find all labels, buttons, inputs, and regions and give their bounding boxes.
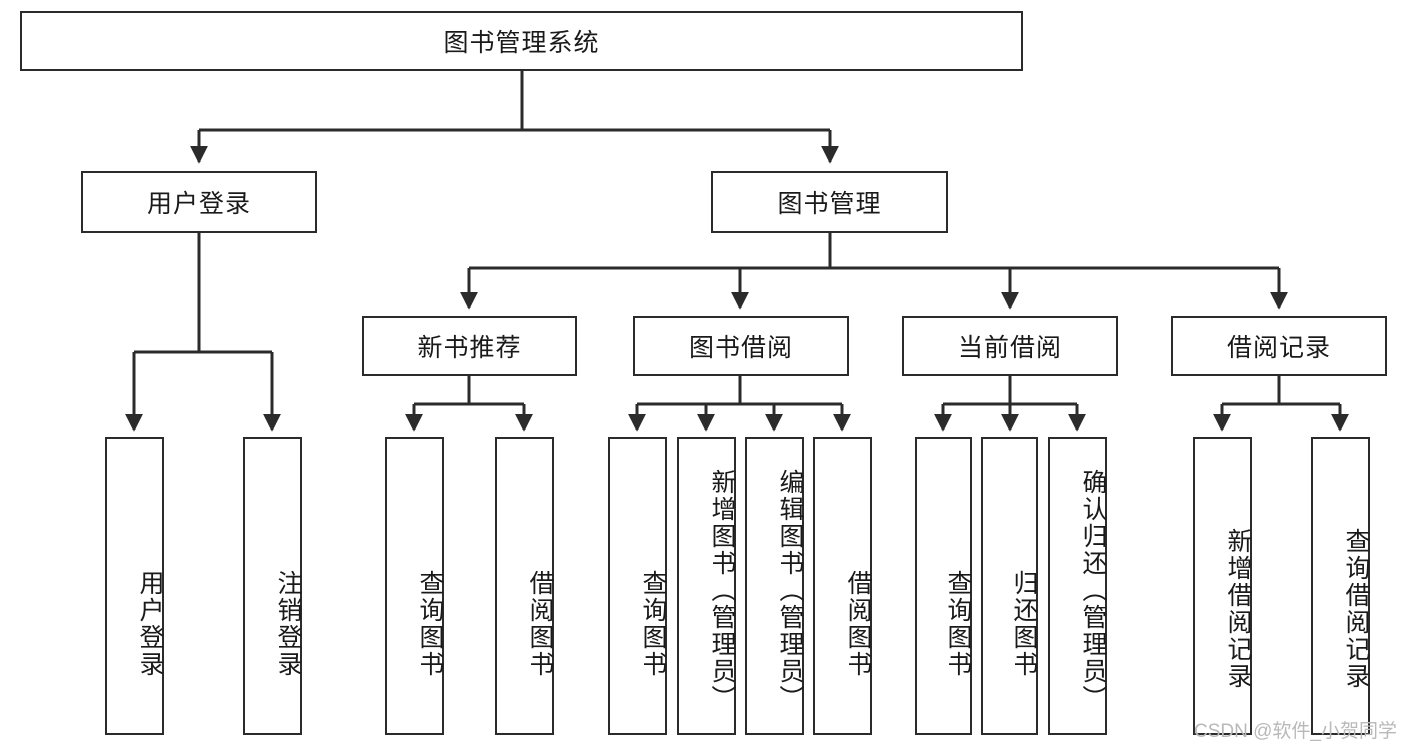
leaf-add-book-label: 新增图书（管理员）	[708, 468, 736, 712]
leaf-borrow-book-2-label: 借阅图书	[844, 569, 872, 678]
leaf-edit-book[interactable]: 编辑图书（管理员）	[745, 437, 804, 735]
node-user-login-label: 用户登录	[146, 190, 251, 218]
leaf-return-book-label: 归还图书	[1010, 569, 1038, 678]
leaf-confirm-return-label: 确认归还（管理员）	[1079, 468, 1107, 712]
node-borrow-record[interactable]: 借阅记录	[1171, 316, 1387, 376]
leaf-query-book-2[interactable]: 查询图书	[608, 437, 667, 735]
node-book-management-label: 图书管理	[777, 190, 882, 218]
leaf-logout-login-label: 注销登录	[274, 569, 302, 678]
node-root[interactable]: 图书管理系统	[20, 11, 1023, 71]
node-root-label: 图书管理系统	[443, 29, 600, 57]
node-borrow-record-label: 借阅记录	[1226, 334, 1331, 362]
leaf-query-book-1-label: 查询图书	[416, 569, 444, 678]
node-new-book-recommend[interactable]: 新书推荐	[362, 316, 577, 376]
leaf-add-record[interactable]: 新增借阅记录	[1193, 437, 1252, 735]
node-current-borrow-label: 当前借阅	[957, 334, 1062, 362]
leaf-query-book-1[interactable]: 查询图书	[385, 437, 444, 735]
leaf-add-record-label: 新增借阅记录	[1224, 527, 1252, 690]
leaf-confirm-return[interactable]: 确认归还（管理员）	[1048, 437, 1107, 735]
leaf-borrow-book-1-label: 借阅图书	[526, 569, 554, 678]
node-book-borrow-label: 图书借阅	[688, 334, 793, 362]
leaf-query-book-3-label: 查询图书	[944, 569, 972, 678]
leaf-return-book[interactable]: 归还图书	[981, 437, 1038, 735]
leaf-edit-book-label: 编辑图书（管理员）	[776, 468, 804, 712]
leaf-borrow-book-2[interactable]: 借阅图书	[813, 437, 872, 735]
node-book-management[interactable]: 图书管理	[711, 171, 948, 233]
leaf-query-book-2-label: 查询图书	[639, 569, 667, 678]
leaf-query-record[interactable]: 查询借阅记录	[1311, 437, 1370, 735]
leaf-user-login[interactable]: 用户登录	[105, 437, 164, 735]
leaf-logout-login[interactable]: 注销登录	[243, 437, 302, 735]
leaf-query-book-3[interactable]: 查询图书	[915, 437, 972, 735]
leaf-add-book[interactable]: 新增图书（管理员）	[677, 437, 736, 735]
leaf-borrow-book-1[interactable]: 借阅图书	[495, 437, 554, 735]
node-new-book-recommend-label: 新书推荐	[417, 334, 522, 362]
node-user-login[interactable]: 用户登录	[81, 171, 317, 233]
watermark: CSDN @软件_小贺同学	[1194, 721, 1397, 742]
node-current-borrow[interactable]: 当前借阅	[902, 316, 1118, 376]
leaf-user-login-label: 用户登录	[136, 569, 164, 678]
node-book-borrow[interactable]: 图书借阅	[633, 316, 849, 376]
leaf-query-record-label: 查询借阅记录	[1342, 527, 1370, 690]
